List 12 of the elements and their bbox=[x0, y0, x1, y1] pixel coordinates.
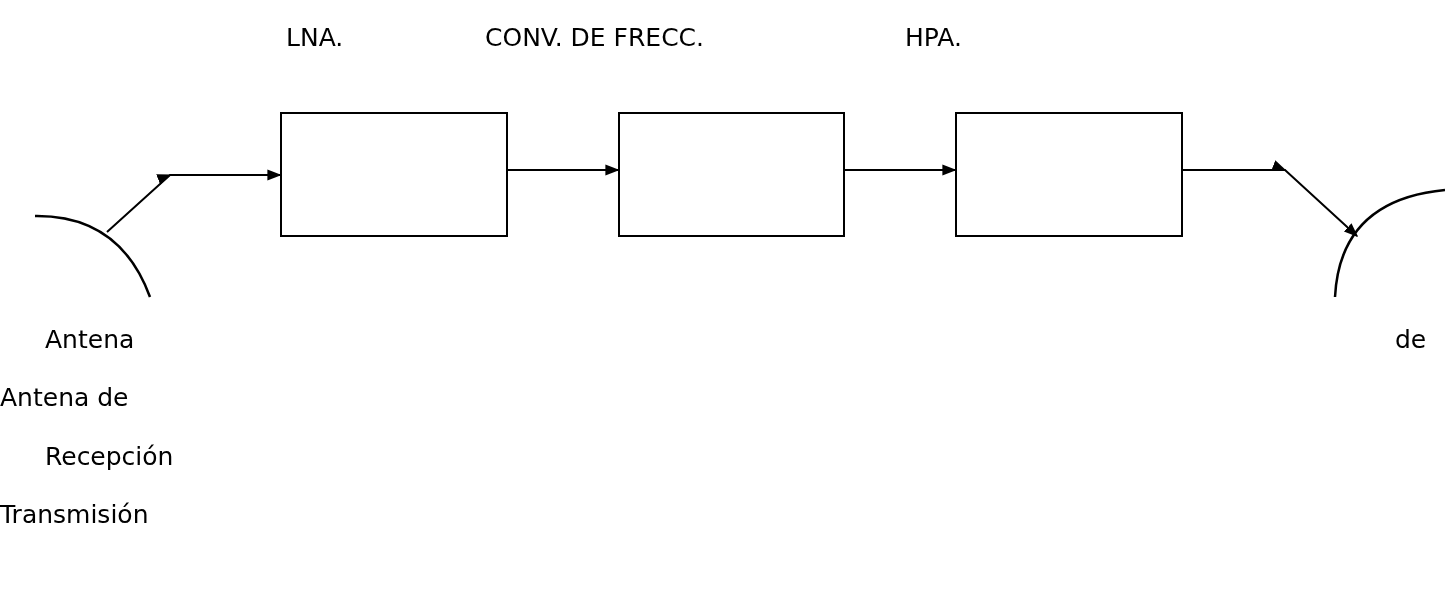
antenna-caption: Antena bbox=[45, 324, 135, 356]
arrow bbox=[1182, 160, 1358, 237]
antenna-caption: Recepción bbox=[45, 441, 174, 473]
arrow bbox=[844, 164, 956, 176]
antenna-caption: de bbox=[1395, 324, 1427, 356]
arrow bbox=[106, 169, 281, 233]
antenna-caption: Transmisión bbox=[0, 499, 149, 531]
block-heading: CONV. DE FRECC. bbox=[485, 22, 704, 54]
block-heading: LNA. bbox=[286, 22, 344, 54]
block-heading: HPA. bbox=[905, 22, 962, 54]
arrow bbox=[507, 164, 619, 176]
antenna-caption: Antena de bbox=[0, 382, 129, 414]
